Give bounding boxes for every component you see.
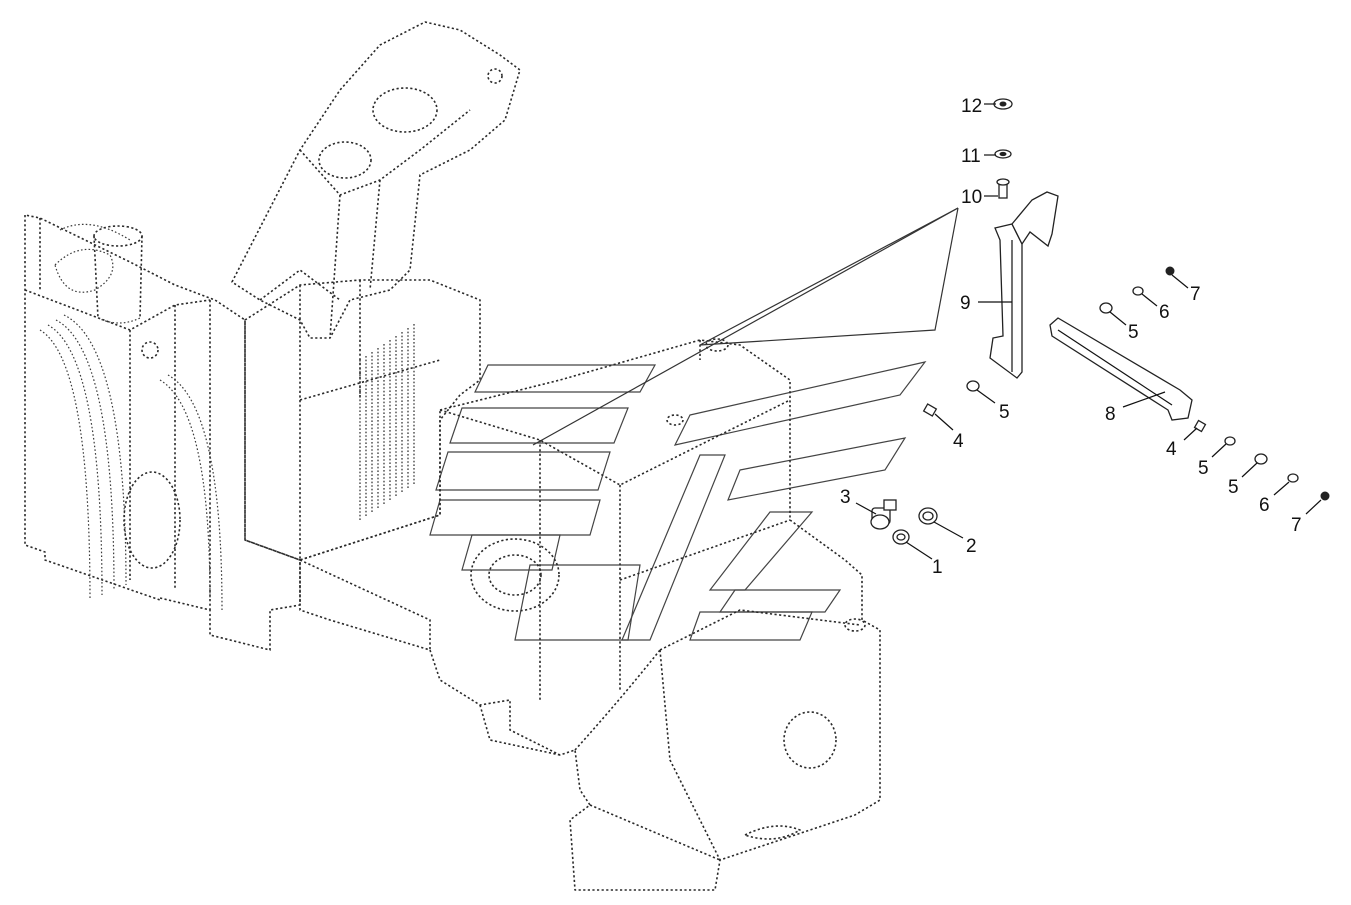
watermark-logo bbox=[429, 361, 927, 641]
callout-labels: 12 11 10 9 7 6 5 5 8 4 4 5 5 6 7 3 2 1 bbox=[840, 96, 1302, 578]
callout-5-right-a: 5 bbox=[1198, 458, 1209, 479]
hardware-parts bbox=[870, 98, 1330, 545]
callout-6-upper: 6 bbox=[1159, 302, 1170, 323]
callout-7-right: 7 bbox=[1291, 515, 1302, 536]
callout-5-upper: 5 bbox=[1128, 322, 1139, 343]
callout-3: 3 bbox=[840, 487, 851, 508]
engine-frame-assembly bbox=[24, 21, 881, 891]
callout-11: 11 bbox=[961, 146, 981, 167]
leader-lines bbox=[855, 103, 1322, 560]
assembly-pointer-lines bbox=[532, 207, 959, 446]
callout-2: 2 bbox=[966, 536, 977, 557]
callout-4-left: 4 bbox=[953, 431, 964, 452]
callout-5-right-b: 5 bbox=[1228, 477, 1239, 498]
callout-1: 1 bbox=[932, 557, 943, 578]
callout-5-middle: 5 bbox=[999, 402, 1010, 423]
callout-12: 12 bbox=[961, 96, 982, 117]
callout-4-right: 4 bbox=[1166, 439, 1177, 460]
bracket-part-9 bbox=[989, 191, 1059, 379]
strap-part-8 bbox=[1049, 317, 1193, 421]
callout-7-upper: 7 bbox=[1190, 284, 1201, 305]
callout-8: 8 bbox=[1105, 404, 1116, 425]
callout-9: 9 bbox=[960, 293, 971, 314]
callout-6-right: 6 bbox=[1259, 495, 1270, 516]
callout-10: 10 bbox=[961, 187, 982, 208]
